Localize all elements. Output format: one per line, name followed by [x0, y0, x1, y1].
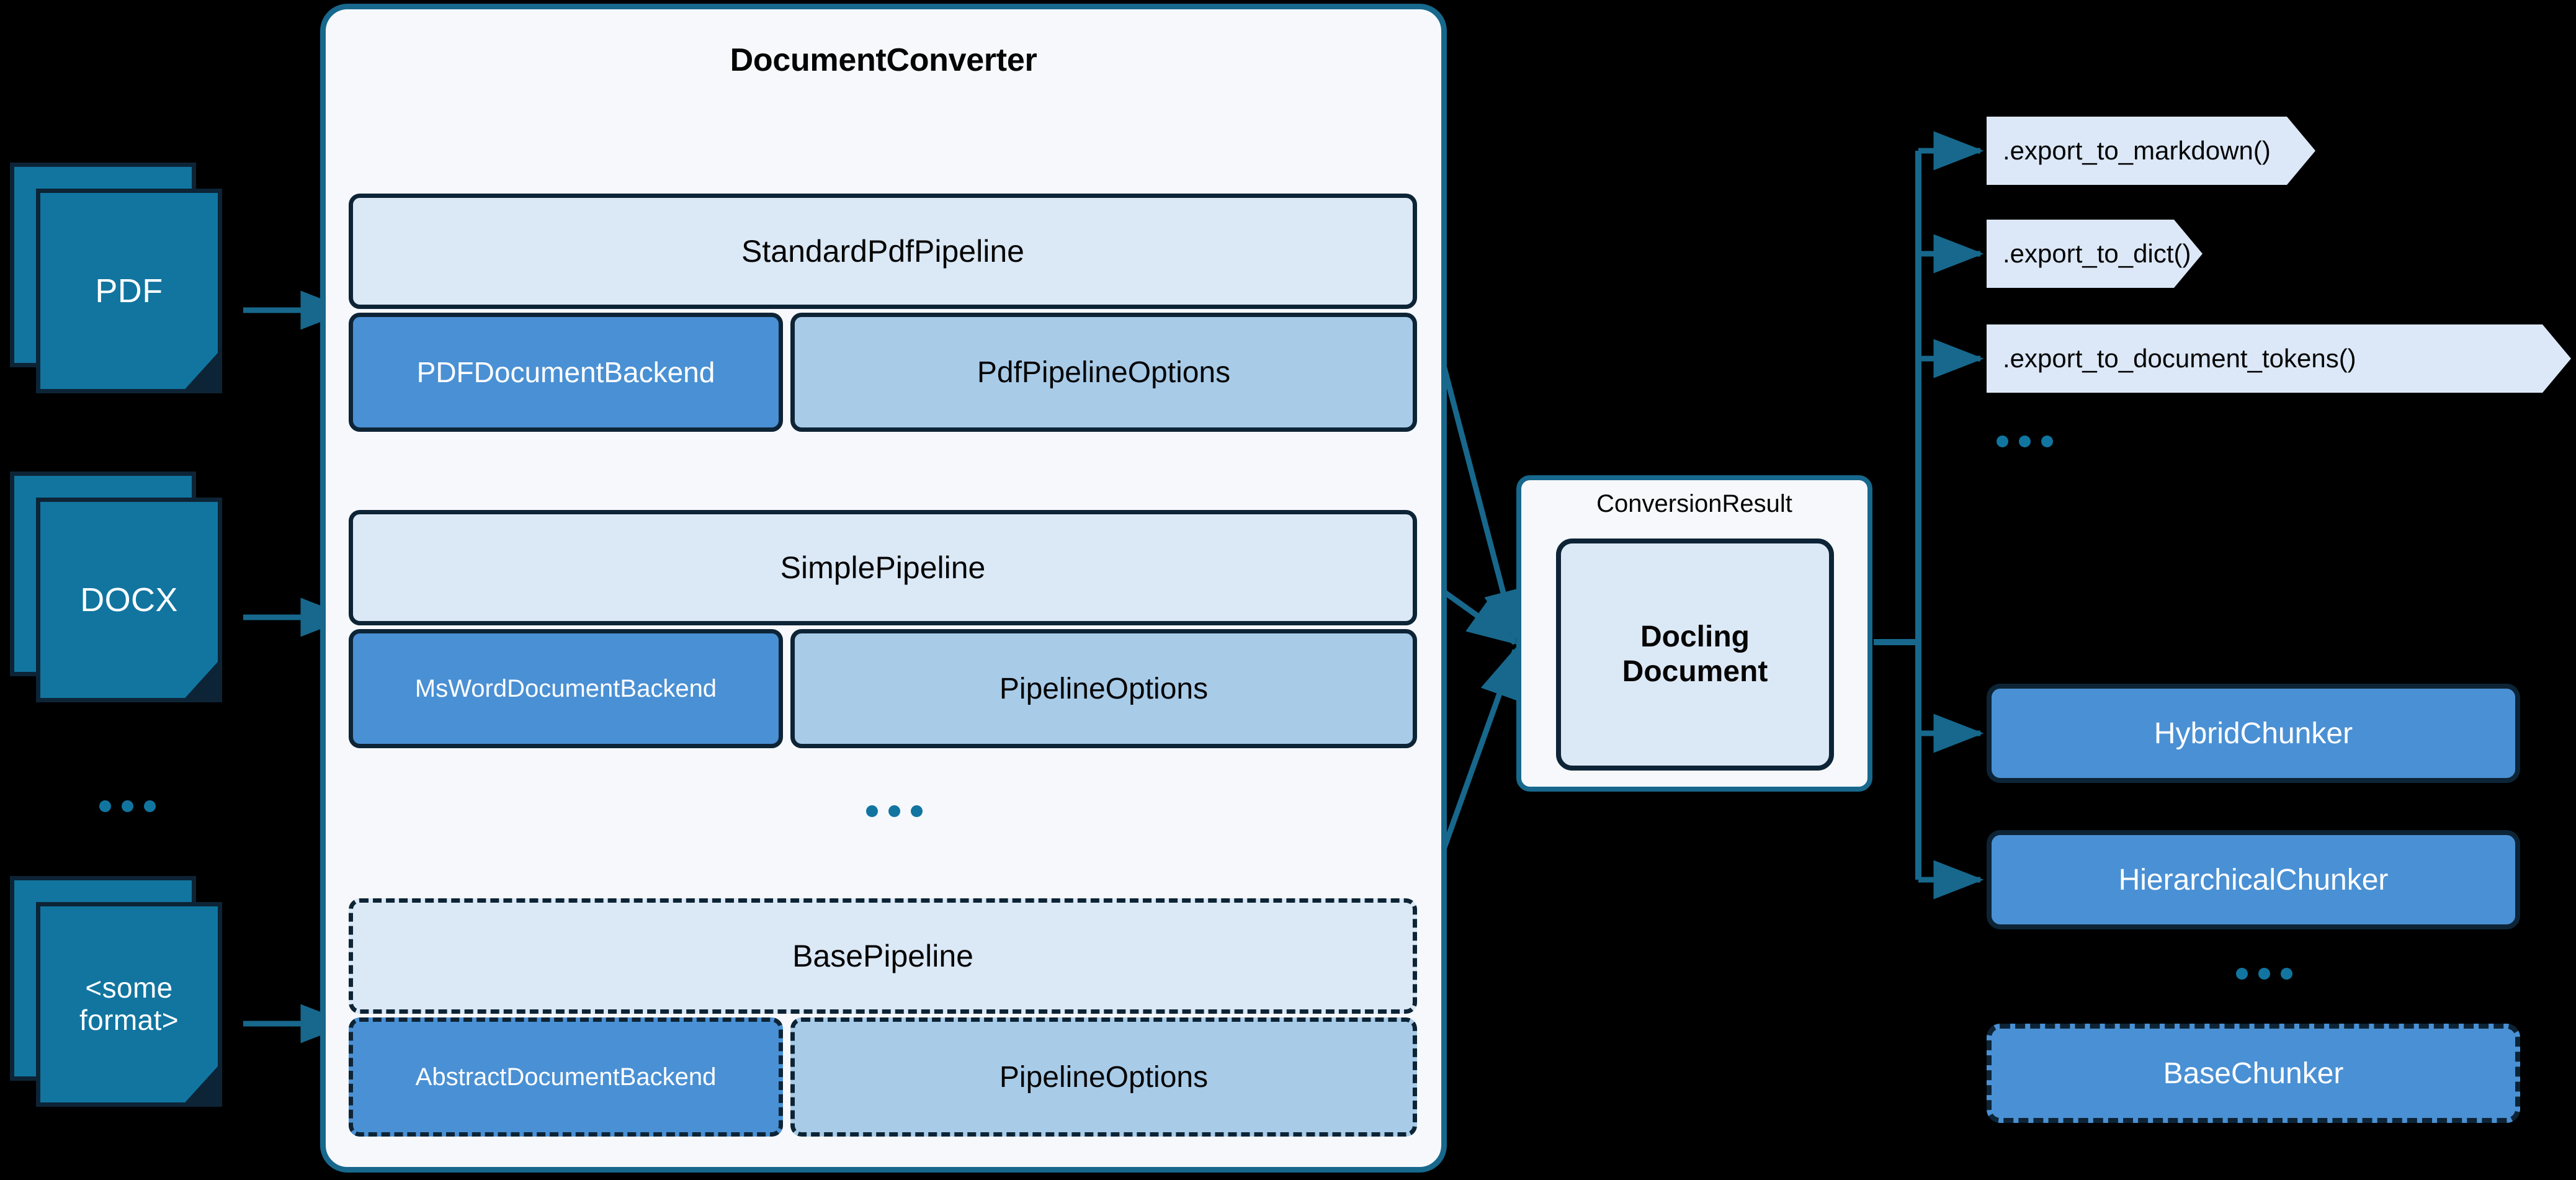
export-label: .export_to_dict() [2003, 239, 2191, 268]
ellipsis-dot [122, 800, 133, 812]
backend-label: PDFDocumentBackend [416, 356, 715, 388]
input-formats-ellipsis [99, 800, 156, 812]
pipeline-standard-pdf: StandardPdfPipeline PDFDocumentBackend P… [349, 194, 1417, 432]
ellipsis-dot [888, 805, 900, 817]
ellipsis-dot [2041, 436, 2053, 447]
pipeline-name-standard-pdf[interactable]: StandardPdfPipeline [349, 194, 1417, 309]
chunker-hierarchical[interactable]: HierarchicalChunker [1987, 830, 2520, 929]
options-label: PipelineOptions [999, 672, 1209, 705]
pipeline-backend-simple[interactable]: MsWordDocumentBackend [349, 629, 783, 748]
pipeline-backend-standard-pdf[interactable]: PDFDocumentBackend [349, 313, 783, 432]
export-to-dict-chevron[interactable]: .export_to_dict() [1987, 220, 2203, 288]
exports-ellipsis [1997, 436, 2053, 447]
export-to-markdown-chevron[interactable]: .export_to_markdown() [1987, 117, 2315, 185]
pipeline-body: PDFDocumentBackend PdfPipelineOptions [349, 313, 1417, 432]
pipeline-options-simple[interactable]: PipelineOptions [790, 629, 1417, 748]
pipeline-options-base[interactable]: PipelineOptions [790, 1017, 1417, 1137]
pipeline-label: StandardPdfPipeline [741, 234, 1024, 269]
chunker-base[interactable]: BaseChunker [1987, 1024, 2520, 1123]
chunkers-ellipsis [2236, 968, 2292, 980]
page-title: DocumentConverter [730, 42, 1037, 78]
export-label: .export_to_document_tokens() [2003, 344, 2356, 373]
input-document-other-format[interactable]: <some format> [10, 876, 243, 1123]
docling-document-label: Docling Document [1622, 620, 1768, 688]
input-document-label: DOCX [80, 581, 178, 619]
document-front-sheet: DOCX [36, 498, 222, 702]
ellipsis-dot [144, 800, 156, 812]
backend-label: MsWordDocumentBackend [414, 674, 717, 702]
pipeline-backend-base[interactable]: AbstractDocumentBackend [349, 1017, 783, 1137]
pipeline-simple: SimplePipeline MsWordDocumentBackend Pip… [349, 510, 1417, 748]
backend-label: AbstractDocumentBackend [415, 1063, 717, 1091]
ellipsis-dot [99, 800, 111, 812]
input-document-label: <some format> [79, 972, 179, 1036]
input-document-pdf[interactable]: PDF [10, 163, 243, 409]
ellipsis-dot [911, 805, 923, 817]
pipeline-options-standard-pdf[interactable]: PdfPipelineOptions [790, 313, 1417, 432]
pipeline-base: BasePipeline AbstractDocumentBackend Pip… [349, 898, 1417, 1137]
pipeline-body: AbstractDocumentBackend PipelineOptions [349, 1017, 1417, 1137]
export-label: .export_to_markdown() [2003, 136, 2271, 165]
ellipsis-dot [1997, 436, 2008, 447]
options-label: PdfPipelineOptions [977, 355, 1231, 389]
input-document-label: PDF [95, 272, 163, 310]
docling-document-box[interactable]: Docling Document [1556, 539, 1834, 771]
ellipsis-dot [866, 805, 878, 817]
input-document-docx[interactable]: DOCX [10, 472, 243, 718]
chunker-hybrid[interactable]: HybridChunker [1987, 684, 2520, 783]
ellipsis-dot [2236, 968, 2248, 980]
pipelines-ellipsis [866, 805, 923, 817]
pipeline-name-base[interactable]: BasePipeline [349, 898, 1417, 1014]
page-fold-icon [181, 349, 222, 393]
chunker-label: HybridChunker [2153, 717, 2353, 750]
ellipsis-dot [2281, 968, 2292, 980]
ellipsis-dot [2019, 436, 2031, 447]
export-to-document-tokens-chevron[interactable]: .export_to_document_tokens() [1987, 324, 2571, 393]
chunker-label: BaseChunker [2163, 1057, 2344, 1090]
pipeline-label: SimplePipeline [780, 550, 986, 585]
pipeline-label: BasePipeline [792, 939, 973, 973]
ellipsis-dot [2258, 968, 2270, 980]
conversion-result-label: ConversionResult [1596, 490, 1792, 517]
options-label: PipelineOptions [999, 1060, 1209, 1094]
pipeline-name-simple[interactable]: SimplePipeline [349, 510, 1417, 625]
page-fold-icon [181, 1062, 222, 1107]
page-fold-icon [181, 658, 222, 702]
pipeline-body: MsWordDocumentBackend PipelineOptions [349, 629, 1417, 748]
chunker-label: HierarchicalChunker [2118, 863, 2389, 896]
